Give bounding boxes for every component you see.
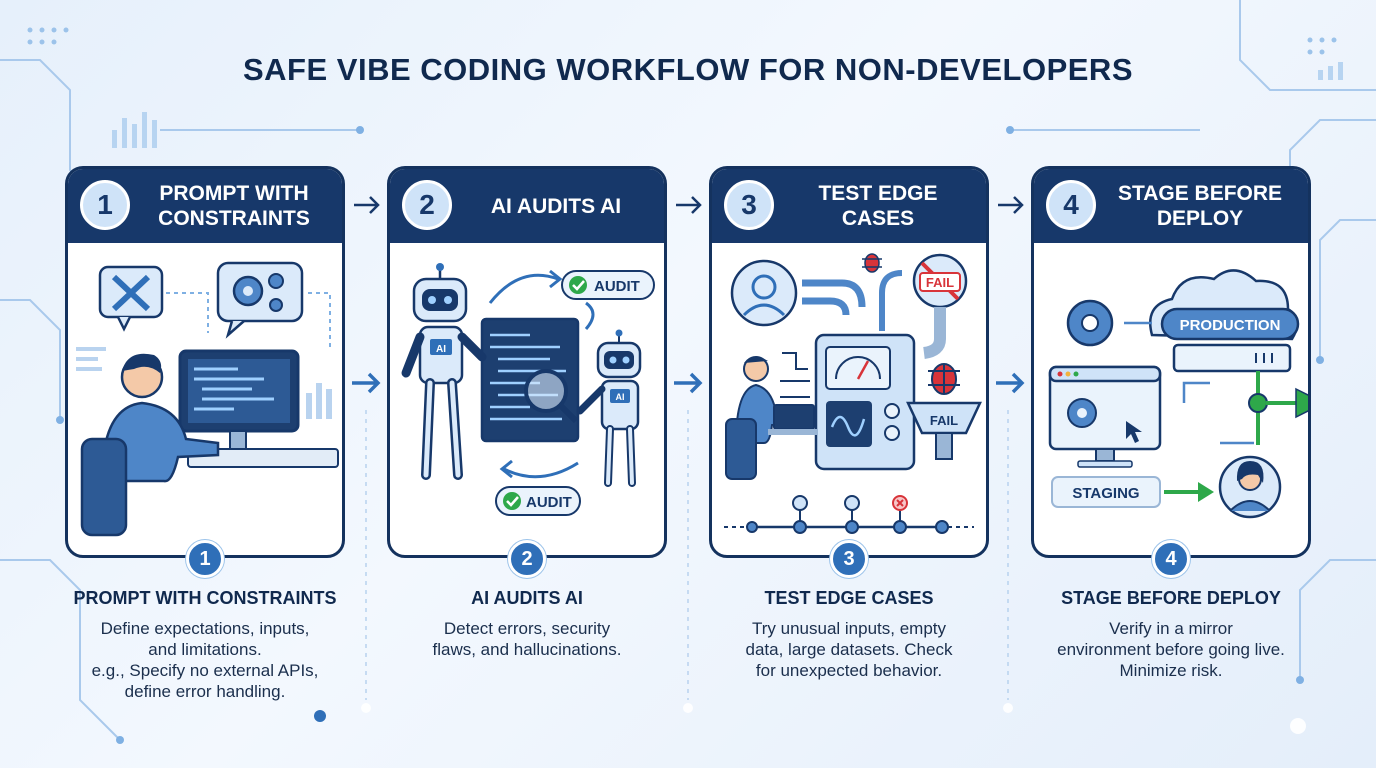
staging-label: STAGING	[1072, 485, 1139, 502]
tester-person-icon	[725, 356, 818, 480]
audit-label: AUDIT	[526, 494, 572, 511]
production-label: PRODUCTION	[1180, 317, 1281, 334]
step-caption-title: STAGE BEFORE DEPLOY	[1061, 588, 1281, 608]
arrow-right-icon	[996, 372, 1025, 394]
ai-chest-label: AI	[436, 344, 446, 355]
bug-icon	[928, 363, 960, 395]
step-number-badge: 3	[830, 540, 868, 578]
test-edge-cases-illustration: FAIL F	[724, 253, 982, 534]
step-caption-title: TEST EDGE CASES	[764, 588, 934, 608]
ai-chest-label: AI	[616, 392, 625, 402]
fail-label: FAIL	[930, 413, 958, 428]
fail-bin-icon: FAIL	[906, 401, 982, 460]
step-heading: STAGE BEFORE DEPLOY	[1117, 182, 1283, 230]
gear-icon	[1066, 299, 1114, 347]
step-heading: PROMPT WITH CONSTRAINTS	[158, 182, 310, 230]
step-description: Define expectations, inputs, and limitat…	[91, 619, 319, 701]
arrow-right-icon	[998, 196, 1024, 214]
step-header: 3 TEST EDGE CASES	[712, 169, 986, 243]
step-description: Detect errors, security flaws, and hallu…	[432, 619, 622, 659]
step-description: Try unusual inputs, empty data, large da…	[745, 619, 953, 680]
audit-badge-top: AUDIT	[561, 270, 655, 300]
staging-monitor-icon	[1048, 365, 1162, 468]
gear-bubble-icon	[216, 261, 304, 339]
audit-badge-bottom: AUDIT	[495, 486, 581, 516]
step-number: 4	[1046, 180, 1096, 230]
monitor-icon	[178, 349, 339, 468]
constraints-bubble-icon	[98, 265, 164, 332]
arrow-right-icon	[674, 372, 703, 394]
magnifier-icon	[524, 369, 579, 424]
arrow-right-icon	[676, 196, 702, 214]
step-header: 4 STAGE BEFORE DEPLOY	[1034, 169, 1308, 243]
step-caption-title: AI AUDITS AI	[471, 588, 583, 608]
arrow-right-icon	[354, 196, 380, 214]
audit-label: AUDIT	[594, 278, 640, 295]
fail-label: FAIL	[926, 275, 954, 290]
step-number-badge: 1	[186, 540, 224, 578]
test-machine-icon	[814, 333, 916, 471]
step-number-badge: 2	[508, 540, 546, 578]
production-server-icon: PRODUCTION	[1160, 307, 1300, 373]
step-number: 2	[402, 180, 452, 230]
bug-icon	[862, 253, 882, 273]
person-at-computer-illustration	[76, 261, 339, 537]
step-header: 2 AI AUDITS AI	[390, 169, 664, 243]
step-number: 3	[724, 180, 774, 230]
step-card-3: 3 TEST EDGE CASES FAIL	[709, 166, 989, 558]
test-timeline	[724, 495, 974, 534]
robot-left-icon: AI	[401, 263, 487, 480]
robot-right-icon: AI	[576, 329, 642, 487]
reviewer-avatar-icon	[1218, 455, 1282, 519]
staging-label-box: STAGING	[1051, 476, 1161, 508]
user-avatar-icon	[730, 259, 798, 327]
step-heading: TEST EDGE CASES	[818, 182, 938, 230]
deploy-arrow-icon	[1295, 387, 1308, 419]
person-icon	[80, 353, 220, 537]
step-number: 1	[80, 180, 130, 230]
step-card-4: 4 STAGE BEFORE DEPLOY PRODUCTION	[1031, 166, 1311, 558]
fail-sign-icon: FAIL	[912, 253, 968, 309]
step-card-1: 1 PROMPT WITH CONSTRAINTS	[65, 166, 345, 558]
step-card-2: 2 AI AUDITS AI AUDIT AI	[387, 166, 667, 558]
step-caption-title: PROMPT WITH CONSTRAINTS	[73, 588, 337, 608]
step-description: Verify in a mirror environment before go…	[1057, 619, 1285, 680]
arrow-right-icon	[352, 372, 381, 394]
ai-audits-ai-illustration: AUDIT AI	[401, 263, 655, 516]
stage-before-deploy-illustration: PRODUCTION STAGING	[1048, 269, 1308, 519]
page-title: SAFE VIBE CODING WORKFLOW FOR NON-DEVELO…	[242, 52, 1133, 87]
step-number-badge: 4	[1152, 540, 1190, 578]
step-heading: AI AUDITS AI	[490, 194, 622, 218]
step-header: 1 PROMPT WITH CONSTRAINTS	[68, 169, 342, 243]
